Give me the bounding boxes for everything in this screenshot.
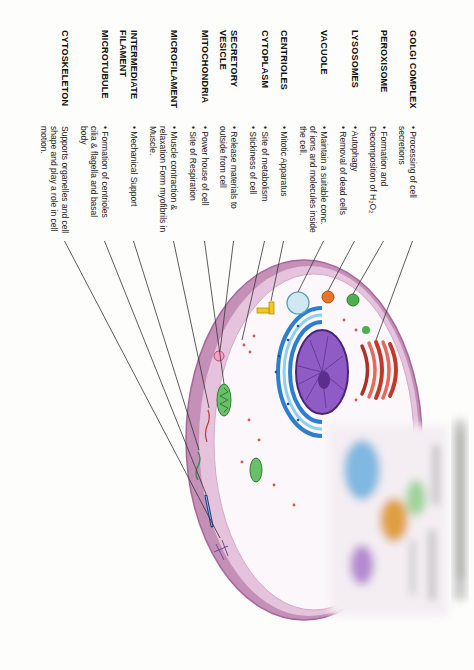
leader-line bbox=[174, 241, 210, 408]
function-note: • Formation of centrioles cilia & flagel… bbox=[79, 126, 111, 234]
part-name: MITOCHONDRIA bbox=[200, 30, 211, 122]
leader-line bbox=[65, 241, 221, 538]
leader-line bbox=[105, 241, 207, 494]
leader-line bbox=[205, 241, 225, 384]
part-name: MICROFILAMENT bbox=[169, 30, 180, 122]
leader-line bbox=[376, 241, 413, 340]
blurred-area bbox=[330, 425, 448, 617]
function-note: • Autophagy bbox=[350, 126, 361, 234]
centrioles bbox=[257, 302, 274, 314]
function-note: • Release materials to outside from cell bbox=[218, 126, 239, 234]
intermediate-filament bbox=[196, 452, 200, 480]
part-name: SECRETORY VESICLE bbox=[218, 30, 239, 122]
function-note: • Maintain a suitable conc. of ions and … bbox=[298, 126, 330, 234]
leader-line bbox=[271, 241, 284, 301]
nucleus bbox=[296, 330, 348, 414]
part-name: CYTOSKELETON bbox=[60, 30, 71, 122]
function-note: • Muscle contraction & relaxation Form m… bbox=[148, 126, 180, 234]
function-note: • Power house of cell bbox=[200, 126, 211, 234]
microfilament bbox=[206, 410, 210, 442]
function-note: • Mitotic Apparatus bbox=[279, 126, 290, 234]
part-name: CYTOPLASM bbox=[260, 30, 271, 122]
vacuole bbox=[287, 292, 309, 314]
part-name: CENTRIOLES bbox=[279, 30, 290, 122]
function-note: • Mechanical Support bbox=[129, 126, 140, 234]
peroxisome bbox=[347, 294, 359, 306]
function-note: • Site of Respiration bbox=[188, 126, 199, 234]
golgi-complex bbox=[362, 342, 396, 398]
part-name: LYSOSOMES bbox=[350, 30, 361, 122]
function-note: • Site of metabolism bbox=[260, 126, 271, 234]
part-name: MICROTUBULE bbox=[100, 30, 111, 122]
leader-line bbox=[134, 241, 200, 450]
function-note: • Removal of dead cells bbox=[338, 126, 349, 234]
function-note: • Formation and Decomposition of H₂O₂ bbox=[368, 126, 389, 234]
part-name: GOLGI COMPLEX bbox=[408, 30, 419, 122]
blurred-watermark bbox=[454, 420, 466, 600]
lysosome bbox=[322, 291, 334, 303]
part-name: VACUOLE bbox=[319, 30, 330, 122]
secretory-vesicle bbox=[214, 351, 224, 361]
leader-line bbox=[298, 241, 324, 292]
small-organelle bbox=[362, 326, 370, 334]
leader-line bbox=[328, 241, 355, 291]
function-note: • Stickiness of cell bbox=[248, 126, 259, 234]
cytoskeleton-network bbox=[214, 540, 228, 560]
leader-line bbox=[242, 241, 265, 340]
leader-line bbox=[353, 241, 384, 294]
function-note: • Processing of cell secretions bbox=[397, 126, 418, 234]
part-name: PEROXISOME bbox=[379, 30, 390, 122]
leader-line bbox=[220, 241, 234, 351]
mitochondrion bbox=[217, 384, 231, 416]
mitochondrion bbox=[250, 458, 262, 482]
part-name: INTERMEDIATE FILAMENT bbox=[118, 30, 139, 122]
function-note: Supports organelles and cell shape and p… bbox=[39, 126, 71, 234]
